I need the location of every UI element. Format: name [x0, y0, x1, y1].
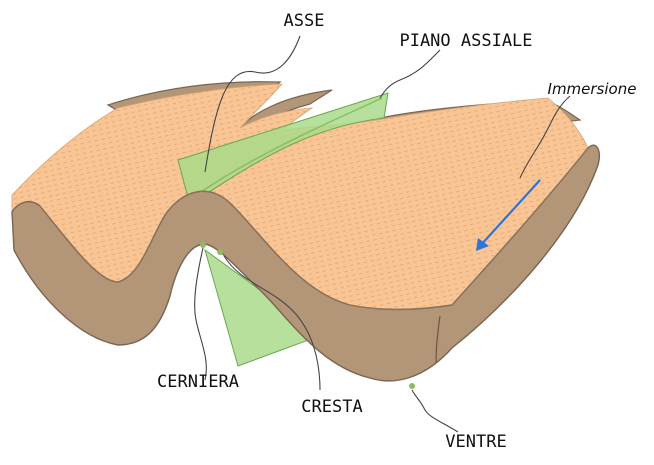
label-plunge: Immersione: [548, 80, 637, 98]
plunge-leader: [519, 95, 571, 179]
crest-leader: [223, 255, 321, 391]
label-hinge: CERNIERA: [157, 372, 239, 392]
fold-top-surface: [11, 83, 589, 321]
axial-plane-upper: [177, 92, 389, 206]
axial-plane: [177, 92, 389, 367]
axis-leader: [204, 35, 301, 173]
crest-point: [217, 249, 223, 255]
fold-front-section: [11, 144, 600, 382]
layer-top-hatching: [12, 84, 588, 320]
axial-plane-leader: [379, 49, 441, 99]
layer-front-top-edge: [39, 147, 589, 311]
trough-point: [409, 383, 415, 389]
plunge-arrow: [476, 179, 541, 251]
hinge-leader: [194, 247, 207, 381]
label-axial-plane: PIANO ASSIALE: [399, 31, 532, 51]
label-trough: VENTRE: [445, 432, 506, 452]
hinge-point: [200, 242, 206, 248]
label-crest: CRESTA: [301, 397, 362, 417]
layer-corner-edge: [435, 315, 441, 363]
fold-axis-line: [189, 97, 383, 201]
label-axis: ASSE: [284, 11, 325, 31]
trough-leader: [411, 389, 459, 433]
leader-lines: [194, 35, 571, 433]
